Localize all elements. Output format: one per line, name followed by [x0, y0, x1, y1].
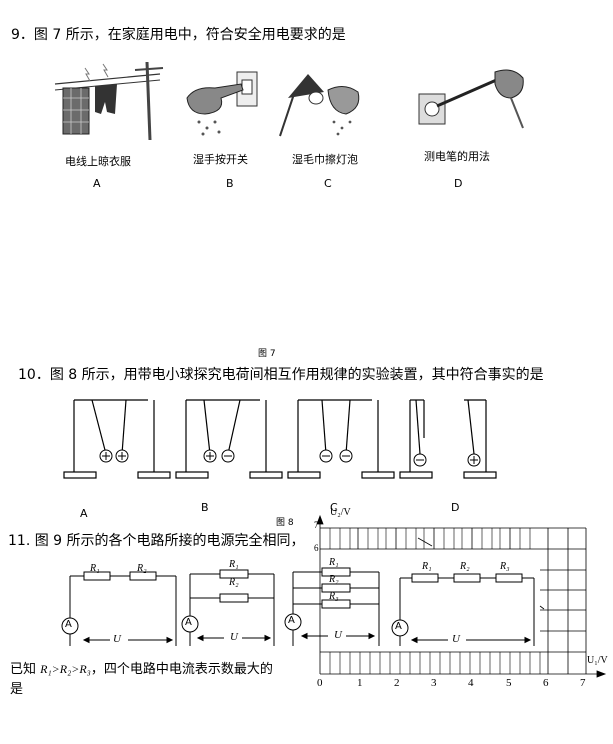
ammeter-d-symbol: A: [395, 621, 402, 632]
resistor-label-c-r2: R₂: [329, 574, 339, 585]
voltage-label-c: U: [334, 629, 342, 641]
resistor-label-a-r2: R₂: [137, 563, 147, 574]
graph-x-tick-3: 3: [431, 677, 437, 689]
circuit-diagrams: [61, 567, 535, 646]
graph-y-tick-6: 6: [314, 543, 319, 553]
option-a-letter: A: [93, 177, 101, 190]
graph-x-tick-1: 1: [357, 677, 363, 689]
charged-balls-apparatus: [63, 399, 497, 479]
q10-option-d-letter: D: [451, 501, 460, 514]
option-b-letter: B: [226, 177, 234, 190]
option-a-caption: 电线上晾衣服: [65, 155, 131, 168]
u1-u2-grid-graph: [316, 514, 607, 678]
clothes-on-wire-illustration: [54, 61, 164, 141]
resistance-condition: R₁>R₂>R₃: [40, 662, 91, 676]
resistor-label-c-r3: R₃: [329, 591, 339, 602]
wet-towel-bulb-illustration: [279, 74, 360, 137]
ammeter-b-symbol: A: [185, 617, 192, 628]
figure-7-label: 图 7: [258, 349, 276, 359]
resistor-label-d-r3: R₃: [500, 561, 510, 572]
question-10-text: 10．图 8 所示，用带电小球探究电荷间相互作用规律的实验装置，其中符合事实的是: [18, 367, 544, 383]
graph-x-tick-0: 0: [317, 677, 323, 689]
option-c-caption: 湿毛巾擦灯泡: [292, 153, 358, 166]
tail-prefix: 已知: [10, 662, 37, 677]
graph-x-tick-6: 6: [543, 677, 549, 689]
resistor-label-a-r1: R₁: [90, 563, 100, 574]
option-b-caption: 湿手按开关: [193, 153, 248, 166]
q10-option-a-letter: A: [80, 507, 88, 520]
option-d-letter: D: [454, 177, 463, 190]
resistor-label-d-r1: R₁: [422, 561, 432, 572]
resistor-label-d-r2: R₂: [460, 561, 470, 572]
q10-option-c-letter: C: [330, 501, 338, 514]
ammeter-c-symbol: A: [288, 615, 295, 626]
graph-y-tick-7: 7: [314, 520, 319, 530]
question-11-tail-line1: 已知 R₁>R₂>R₃，四个电路中电流表示数最大的: [10, 658, 273, 677]
graph-y-axis-label: U₂/V: [330, 507, 351, 518]
question-9-text: 9．图 7 所示，在家庭用电中，符合安全用电要求的是: [11, 27, 346, 43]
figure-8-label: 图 8: [276, 518, 294, 528]
voltage-label-b: U: [230, 631, 238, 643]
graph-x-tick-5: 5: [506, 677, 512, 689]
graph-x-axis-label: U₁/V: [587, 655, 608, 666]
tail-suffix: ，四个电路中电流表示数最大的: [90, 662, 273, 677]
resistor-label-c-r1: R₁: [329, 557, 339, 568]
voltage-label-a: U: [113, 633, 121, 645]
q10-option-b-letter: B: [201, 501, 209, 514]
question-11-text: 11. 图 9 所示的各个电路所接的电源完全相同，: [8, 533, 305, 549]
graph-x-tick-4: 4: [468, 677, 474, 689]
option-c-letter: C: [324, 177, 332, 190]
option-d-caption: 测电笔的用法: [424, 150, 490, 163]
graph-x-tick-7: 7: [580, 677, 586, 689]
voltage-label-d: U: [452, 633, 460, 645]
resistor-label-b-r1: R₁: [229, 559, 239, 570]
graph-x-tick-2: 2: [394, 677, 400, 689]
test-pen-illustration: [418, 69, 524, 129]
question-11-tail-line2: 是: [10, 682, 24, 697]
wet-hand-switch-illustration: [186, 71, 258, 136]
resistor-label-b-r2: R₂: [229, 577, 239, 588]
ammeter-a-symbol: A: [65, 619, 72, 630]
